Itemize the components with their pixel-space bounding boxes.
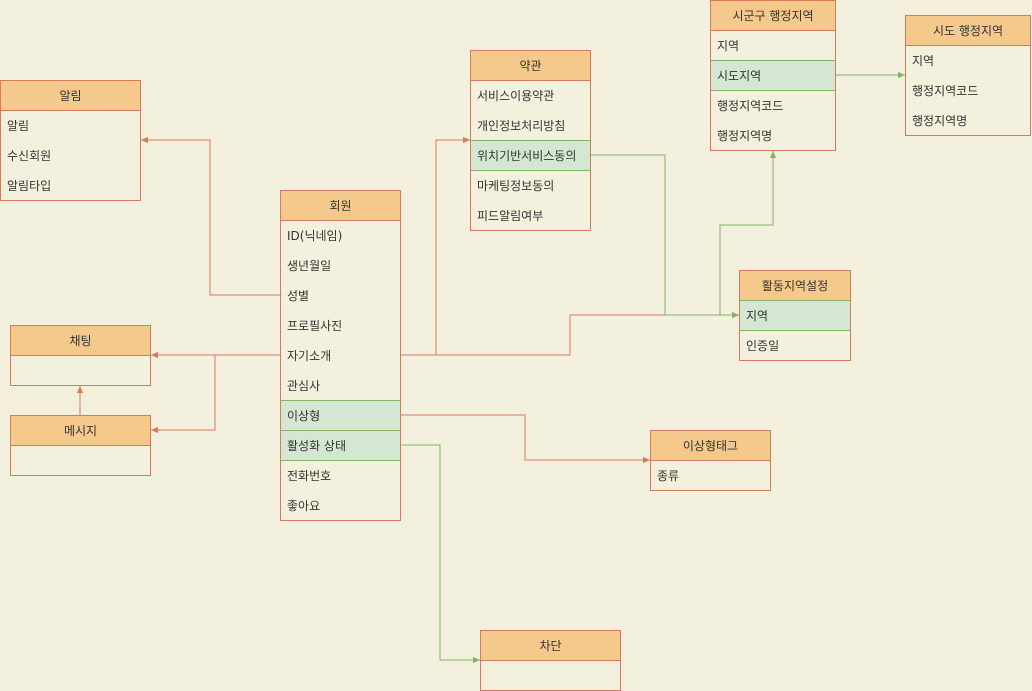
field-region-code: 행정지역코드 — [717, 99, 784, 113]
entity-chat[interactable]: 채팅 — [10, 325, 151, 386]
entity-member-title: 회원 — [281, 191, 400, 221]
edge-active-status-to-block — [401, 444, 480, 664]
field-verified-date: 인증일 — [746, 339, 780, 353]
field-phone-number: 전화번호 — [287, 469, 332, 483]
entity-chat-title: 채팅 — [11, 326, 150, 356]
field-region-code: 행정지역코드 — [912, 84, 979, 98]
field-privacy-policy: 개인정보처리방침 — [477, 119, 566, 133]
field-profile-photo: 프로필사진 — [287, 319, 343, 333]
entity-activity-region-title: 활동지역설정 — [740, 271, 850, 301]
field-gender: 성별 — [287, 289, 310, 303]
field-active-status: 활성화 상태 — [281, 430, 400, 461]
entity-terms-title: 약관 — [471, 51, 590, 81]
field-alarm: 알림 — [7, 119, 30, 133]
field-service-terms: 서비스이용약관 — [477, 89, 555, 103]
entity-block-title: 차단 — [481, 631, 620, 661]
entity-sigungu-title: 시군구 행정지역 — [711, 1, 835, 31]
entity-sigungu-region[interactable]: 시군구 행정지역 지역 시도지역 행정지역코드 행정지역명 — [710, 0, 836, 151]
entity-member[interactable]: 회원 ID(닉네임) 생년월일 성별 프로필사진 자기소개 관심사 이상형 활성… — [280, 190, 401, 521]
field-region-name: 행정지역명 — [717, 129, 773, 143]
field-recipient-member: 수신회원 — [7, 149, 52, 163]
entity-ideal-tag[interactable]: 이상형태그 종류 — [650, 430, 771, 491]
field-region: 지역 — [912, 54, 935, 68]
entity-terms[interactable]: 약관 서비스이용약관 개인정보처리방침 위치기반서비스동의 마케팅정보동의 피드… — [470, 50, 591, 231]
field-feed-notification: 피드알림여부 — [477, 209, 544, 223]
field-kind: 종류 — [657, 469, 680, 483]
edge-member-to-terms — [401, 136, 470, 356]
field-ideal-type: 이상형 — [281, 400, 400, 431]
entity-message[interactable]: 메시지 — [10, 415, 151, 476]
edge-location-consent-to-activity-region — [591, 154, 739, 319]
field-likes: 좋아요 — [287, 499, 321, 513]
edge-activity-region-to-sigungu — [719, 151, 777, 315]
edge-ideal-to-ideal-tag — [401, 414, 650, 464]
field-sido-region: 시도지역 — [711, 60, 835, 91]
entity-message-title: 메시지 — [11, 416, 150, 446]
field-interests: 관심사 — [287, 379, 321, 393]
field-self-intro: 자기소개 — [287, 349, 332, 363]
field-region: 지역 — [717, 39, 740, 53]
edge-member-to-alarm — [141, 136, 280, 296]
field-region: 지역 — [740, 300, 850, 331]
entity-activity-region[interactable]: 활동지역설정 지역 인증일 — [739, 270, 851, 361]
entity-block[interactable]: 차단 — [480, 630, 621, 691]
field-birthdate: 생년월일 — [287, 259, 332, 273]
edge-member-to-message — [151, 355, 216, 434]
entity-sido-region[interactable]: 시도 행정지역 지역 행정지역코드 행정지역명 — [905, 15, 1031, 136]
field-region-name: 행정지역명 — [912, 114, 968, 128]
entity-alarm[interactable]: 알림 알림 수신회원 알림타입 — [0, 80, 141, 201]
entity-sido-title: 시도 행정지역 — [906, 16, 1030, 46]
field-alarm-type: 알림타입 — [7, 179, 52, 193]
entity-ideal-tag-title: 이상형태그 — [651, 431, 770, 461]
field-location-consent: 위치기반서비스동의 — [471, 140, 590, 171]
edge-member-to-activity-region — [401, 311, 739, 356]
field-marketing-consent: 마케팅정보동의 — [477, 179, 555, 193]
field-id-nickname: ID(닉네임) — [287, 229, 343, 243]
entity-alarm-title: 알림 — [1, 81, 140, 111]
